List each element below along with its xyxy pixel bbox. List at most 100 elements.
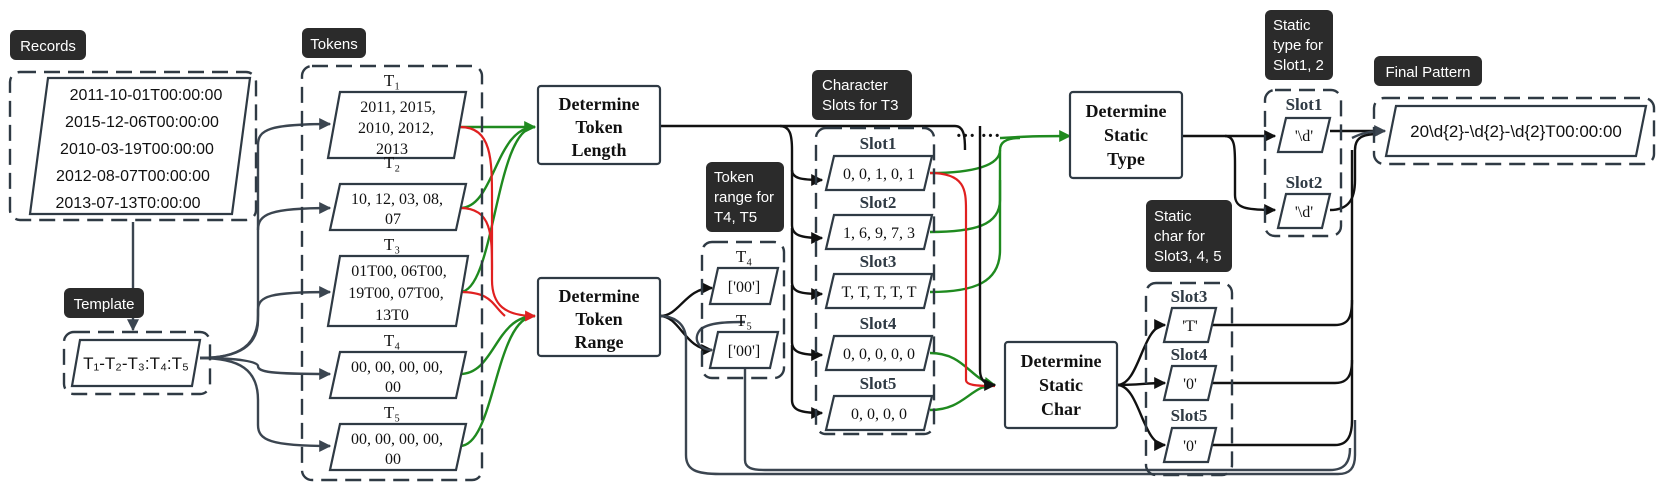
static-char-group [1144,281,1234,477]
record-item: 2015-12-06T00:00:00 [65,114,219,131]
slot-value: T, T, T, T, T [842,284,917,301]
tag-final-pattern: Final Pattern [1374,56,1482,86]
tag-token-range-line-3: T4, T5 [714,209,757,226]
slot-label: Slot5 [860,374,897,393]
token-label: T₁ [384,71,400,90]
record-item: 2011-10-01T00:00:00 [70,87,223,104]
static-type-slot-1: Slot1 '\d' [1276,95,1332,154]
token-label: T₃ [384,235,400,254]
token-t3: T₃ 01T00, 06T00, 19T00, 07T00, 13T0 [326,235,470,328]
range-value: ['00'] [728,279,760,296]
tag-token-range-line-1: Token [714,169,754,186]
tokens-group [300,64,484,482]
range-t4: T₄ ['00'] [708,247,780,306]
slot-label: Slot3 [860,252,897,271]
process-line: Token [575,309,622,329]
tag-char-slots: Character Slots for T3 [812,70,912,120]
process-line: Range [575,332,624,352]
token-value-line: 00 [385,379,401,396]
tag-static-char-line-2: char for [1154,228,1205,245]
template-group [62,330,212,396]
tag-static-type-line-3: Slot1, 2 [1273,57,1324,74]
records-box: 2011-10-01T00:00:00 2015-12-06T00:00:00 … [28,76,252,216]
tag-tokens-text: Tokens [310,36,358,53]
static-char-label: Slot3 [1171,287,1208,306]
slot-label: Slot2 [860,193,897,212]
token-t1: T₁ 2011, 2015, 2010, 2012, 2013 [326,71,468,160]
token-label: T₄ [384,331,400,350]
process-static-char: Determine Static Char [1003,340,1119,430]
process-line: Char [1041,399,1081,419]
template-box: T₁-T₂-T₃:T₄:T₅ [70,338,202,388]
process-token-length: Determine Token Length [536,84,662,166]
slot-value: 0, 0, 1, 0, 1 [843,166,915,183]
process-line: Type [1107,149,1145,169]
connectors [127,118,1387,476]
static-type-value: '\d' [1295,128,1313,145]
process-line: Length [571,140,626,160]
static-type-label: Slot1 [1286,95,1323,114]
token-value-line: 2011, 2015, [360,99,435,116]
static-type-slot-2: Slot2 '\d' [1276,173,1332,230]
token-value-line: 13T0 [375,307,409,324]
token-label: T₅ [384,403,400,422]
token-value-line: 2010, 2012, [358,120,434,137]
record-item: 2013-07-13T0:00:00 [56,195,201,212]
tag-static-char-line-1: Static [1154,208,1192,225]
static-char-value: '0' [1183,438,1197,455]
process-line: Static [1104,125,1148,145]
token-t5: T₅ 00, 00, 00, 00, 00 [328,403,468,472]
final-pattern-text: 20\d{2}-\d{2}-\d{2}T00:00:00 [1410,122,1622,141]
process-token-range: Determine Token Range [536,276,662,358]
slot-value: 1, 6, 9, 7, 3 [843,225,915,242]
static-type-label: Slot2 [1286,173,1323,192]
process-line: Determine [559,94,640,114]
range-value: ['00'] [728,343,760,360]
tag-static-type-line-1: Static [1273,17,1311,34]
token-t4: T₄ 00, 00, 00, 00, 00 [328,331,468,400]
static-char-slot-5: Slot5 '0' [1162,406,1218,464]
token-value-line: 00, 00, 00, 00, [351,359,443,376]
tag-records-text: Records [20,38,76,55]
final-pattern-box: 20\d{2}-\d{2}-\d{2}T00:00:00 [1384,104,1648,158]
slot-5: Slot5 0, 0, 0, 0 [824,374,934,432]
token-value-line: 00, 00, 00, 00, [351,431,443,448]
slot-2: Slot2 1, 6, 9, 7, 3 [824,193,934,251]
ellipsis: ··· ··· [955,125,1000,147]
range-label: T₄ [736,247,752,266]
static-type-group [1263,88,1343,238]
static-char-value: '0' [1183,376,1197,393]
static-char-slot-3: Slot3 'T' [1162,287,1218,344]
token-value-line: 01T00, 06T00, [351,263,447,280]
tag-char-slots-line-1: Character [822,77,888,94]
static-char-value: 'T' [1182,318,1198,335]
tag-final-pattern-text: Final Pattern [1385,64,1470,81]
range-group [700,240,786,380]
process-line: Determine [559,286,640,306]
slot-3: Slot3 T, T, T, T, T [824,252,934,310]
token-value-line: 00 [385,451,401,468]
slot-1: Slot1 0, 0, 1, 0, 1 [824,134,934,192]
token-value-line: 10, 12, 03, 08, [351,191,443,208]
record-item: 2012-08-07T00:00:00 [56,168,210,185]
tag-tokens: Tokens [302,28,366,58]
slot-value: 0, 0, 0, 0 [851,406,907,423]
process-line: Determine [1021,351,1102,371]
tag-static-char-line-3: Slot3, 4, 5 [1154,248,1222,265]
tag-static-type-line-2: type for [1273,37,1323,54]
process-line: Determine [1086,101,1167,121]
token-value-line: 19T00, 07T00, [348,285,444,302]
static-type-value: '\d' [1295,204,1313,221]
record-item: 2010-03-19T00:00:00 [60,141,214,158]
tag-template-text: Template [74,296,135,313]
token-value-line: 07 [385,211,401,228]
tag-token-range: Token range for T4, T5 [706,162,784,232]
token-t2: T₂ 10, 12, 03, 08, 07 [328,153,468,232]
range-t5: T₅ ['00'] [708,311,780,370]
slot-label: Slot4 [860,314,897,333]
tag-static-char: Static char for Slot3, 4, 5 [1146,200,1232,272]
slot-label: Slot1 [860,134,897,153]
tag-token-range-line-2: range for [714,189,774,206]
process-static-type: Determine Static Type [1068,90,1184,180]
